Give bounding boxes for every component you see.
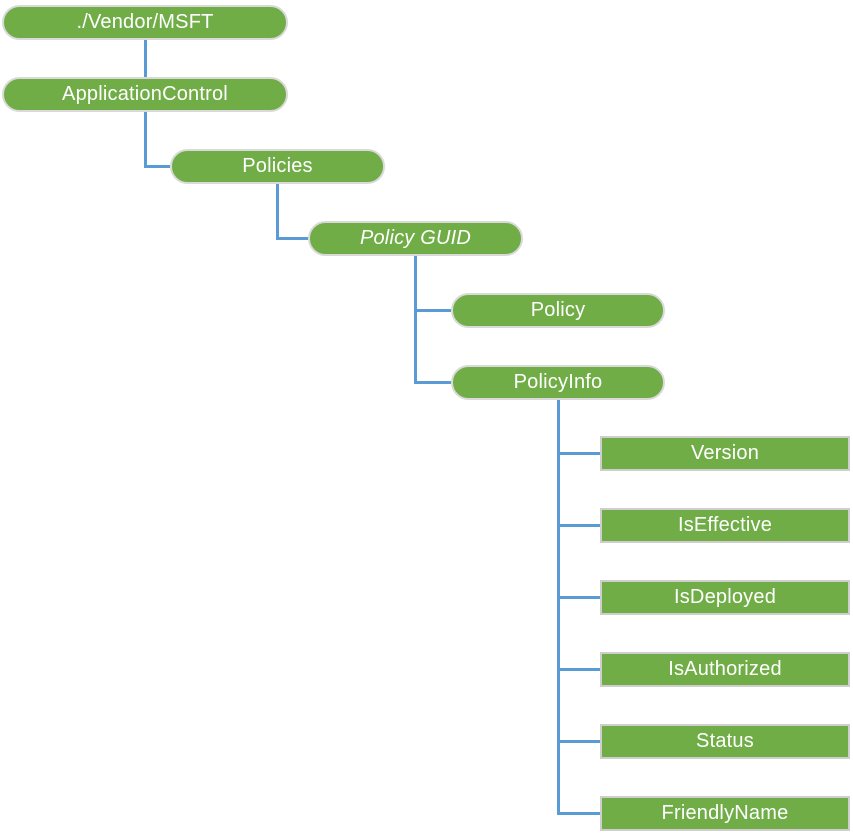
connector-vendor-appcontrol bbox=[144, 40, 147, 78]
node-policy-info: PolicyInfo bbox=[451, 365, 665, 400]
node-version: Version bbox=[600, 436, 850, 471]
connector-branch-isdeployed bbox=[557, 596, 600, 599]
connector-policyguid-trunk bbox=[414, 256, 417, 384]
node-is-authorized: IsAuthorized bbox=[600, 652, 850, 687]
connector-policyinfo-trunk bbox=[557, 400, 560, 815]
node-is-effective: IsEffective bbox=[600, 508, 850, 543]
connector-branch-friendlyname bbox=[557, 812, 600, 815]
node-policies: Policies bbox=[170, 149, 385, 184]
connector-branch-policyinfo bbox=[414, 381, 451, 384]
node-status: Status bbox=[600, 724, 850, 759]
node-policy: Policy bbox=[451, 293, 665, 328]
node-friendly-name: FriendlyName bbox=[600, 796, 850, 831]
connector-branch-version bbox=[557, 452, 600, 455]
connector-branch-status bbox=[557, 740, 600, 743]
node-policy-guid: Policy GUID bbox=[308, 221, 523, 256]
connector-branch-policy bbox=[414, 309, 451, 312]
node-is-deployed: IsDeployed bbox=[600, 580, 850, 615]
connector-branch-isauthorized bbox=[557, 668, 600, 671]
connector-policies-policyguid bbox=[276, 184, 308, 240]
connector-appcontrol-policies bbox=[144, 112, 170, 168]
node-vendor-msft: ./Vendor/MSFT bbox=[2, 5, 288, 40]
connector-branch-iseffective bbox=[557, 524, 600, 527]
node-application-control: ApplicationControl bbox=[2, 77, 288, 112]
